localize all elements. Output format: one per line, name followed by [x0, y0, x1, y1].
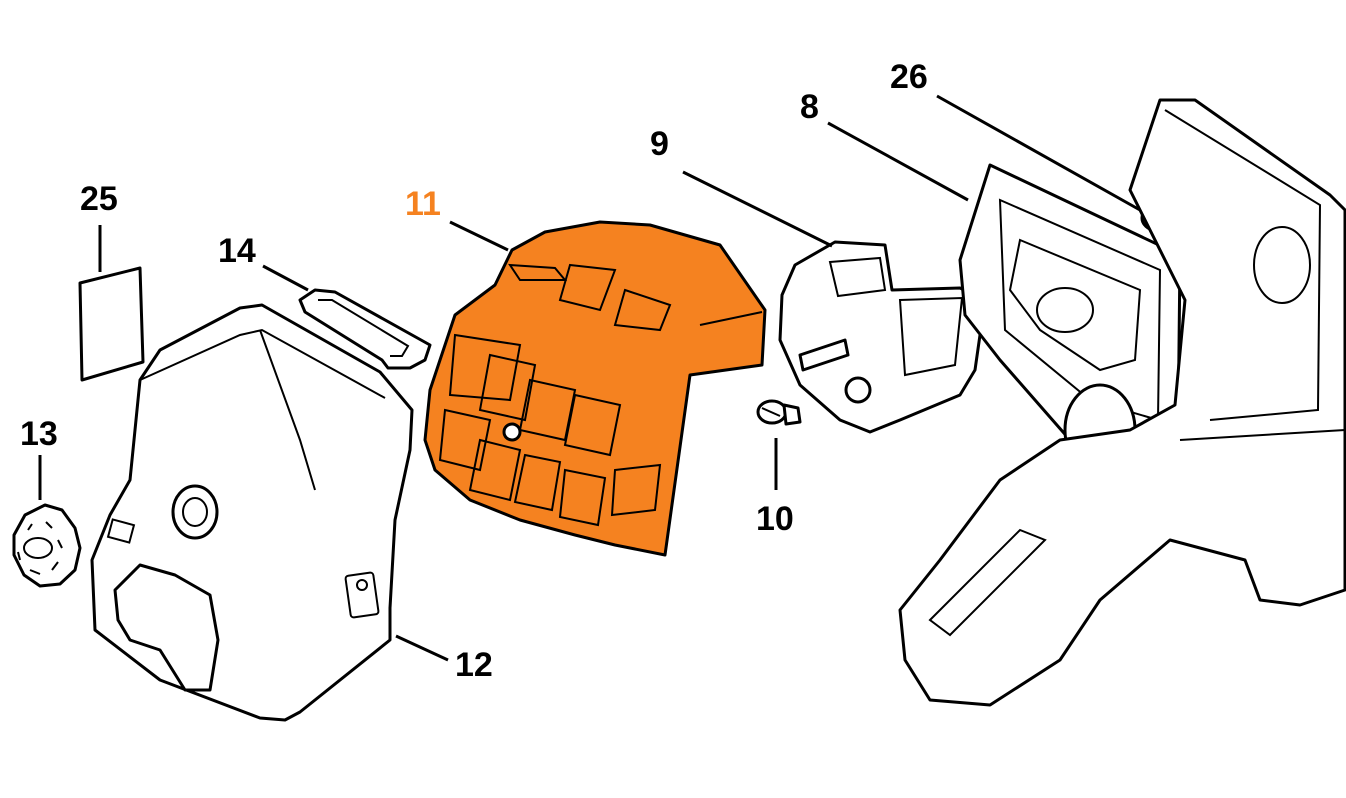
part-11-fill: [423, 220, 767, 557]
callout-26: 26: [890, 58, 928, 96]
callout-12: 12: [455, 646, 493, 684]
callout-10: 10: [756, 500, 794, 538]
callout-13: 13: [20, 415, 58, 453]
callout-labels: 25 14 11 9 8 26 13 10 12: [20, 58, 928, 684]
part-14-gasket[interactable]: [298, 288, 432, 370]
part-25-label-sticker[interactable]: [78, 266, 145, 382]
leader-14: [262, 264, 309, 292]
part-11-air-filter[interactable]: [423, 220, 767, 557]
leader-26: [936, 94, 1141, 212]
leader-lines: [38, 94, 1141, 662]
chainsaw-housing: [898, 98, 1346, 707]
callout-9: 9: [650, 125, 669, 163]
callout-8: 8: [800, 88, 819, 126]
leader-12: [395, 634, 449, 662]
part-12-top-cover[interactable]: [90, 303, 414, 722]
callout-25: 25: [80, 180, 118, 218]
part-10-screw[interactable]: [756, 399, 802, 426]
leader-9: [682, 170, 833, 248]
callout-11: 11: [405, 185, 441, 223]
part-9-filter-base[interactable]: [778, 240, 987, 434]
leader-11: [449, 220, 509, 252]
leader-8: [827, 121, 969, 202]
callout-14: 14: [218, 232, 256, 270]
part-13-knob[interactable]: [12, 503, 82, 588]
